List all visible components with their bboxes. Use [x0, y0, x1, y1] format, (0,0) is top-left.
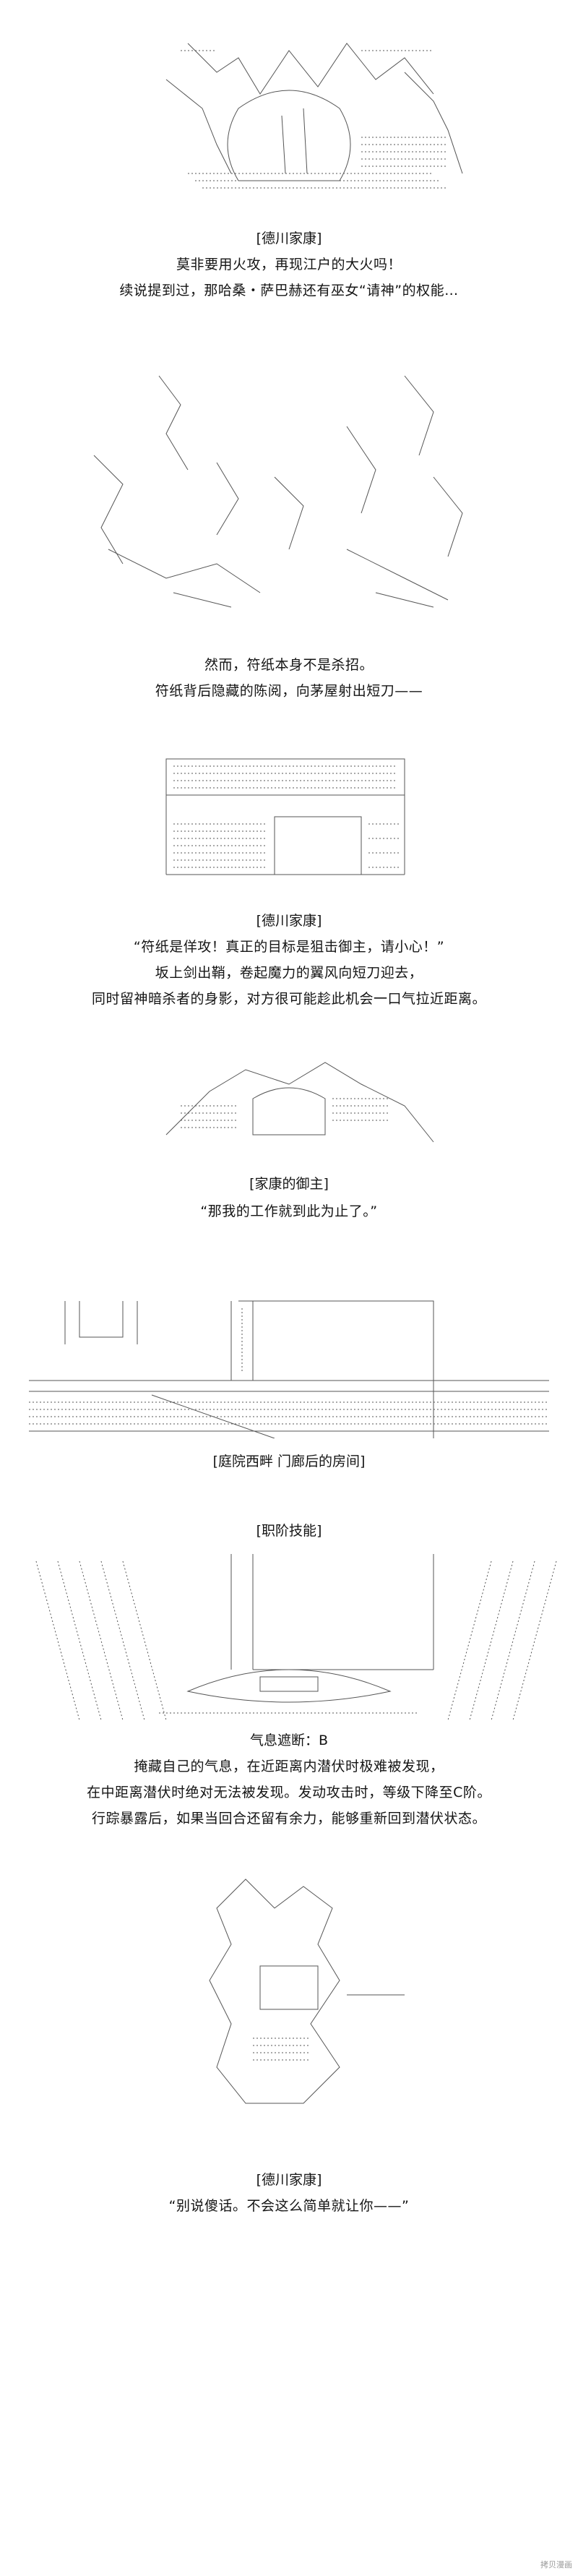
- text-line: 行踪暴露后，如果当回合还留有余力，能够重新回到潜伏状态。: [91, 1811, 486, 1826]
- text-line: 坂上剑出鞘，卷起魔力的翼风向短刀迎去，: [155, 965, 423, 981]
- ascii-art-2: [0, 361, 578, 622]
- text-line: 续说提到过，那哈桑・萨巴赫还有巫女“请神”的权能…: [119, 283, 459, 299]
- text-line: “别说傻话。不会这么简单就让你——”: [168, 2198, 410, 2214]
- speaker-label-8: [德川家康]: [256, 2172, 322, 2188]
- location-label: [庭院西畔 门廊后的房间]: [212, 1454, 366, 1469]
- text-line: “符纸是佯攻！真正的目标是狙击御主，请小心！”: [133, 939, 445, 955]
- skill-header: [职阶技能]: [256, 1523, 322, 1539]
- text-line: 符纸背后隐藏的陈阅，向茅屋射出短刀——: [155, 683, 423, 699]
- text-line: “那我的工作就到此为止了。”: [200, 1203, 378, 1219]
- speaker-label-4: [家康的御主]: [249, 1176, 329, 1192]
- speaker-label-3: [德川家康]: [256, 913, 322, 929]
- text-line: 然而，符纸本身不是杀招。: [204, 657, 374, 673]
- text-line: 在中距离潜伏时绝对无法被发现。发动攻击时，等级下降至C阶。: [87, 1785, 491, 1800]
- ascii-art-3: [0, 752, 578, 896]
- ascii-art-6: [0, 1547, 578, 1727]
- text-line: 掩藏自己的气息，在近距离内潜伏时极难被发现，: [134, 1759, 444, 1774]
- ascii-art-4: [0, 1041, 578, 1156]
- ascii-art-5: [0, 1294, 578, 1438]
- watermark: 拷贝漫画: [540, 2560, 572, 2569]
- speaker-label-1: [德川家康]: [256, 231, 322, 246]
- ascii-art-7: [0, 1865, 578, 2125]
- ascii-art-1: [0, 29, 578, 202]
- text-line: 同时留神暗杀者的身影，对方很可能趁此机会一口气拉近距离。: [91, 991, 486, 1007]
- text-line: 莫非要用火攻，再现江户的大火吗！: [176, 257, 402, 272]
- skill-name: 气息遮断：B: [249, 1733, 329, 1748]
